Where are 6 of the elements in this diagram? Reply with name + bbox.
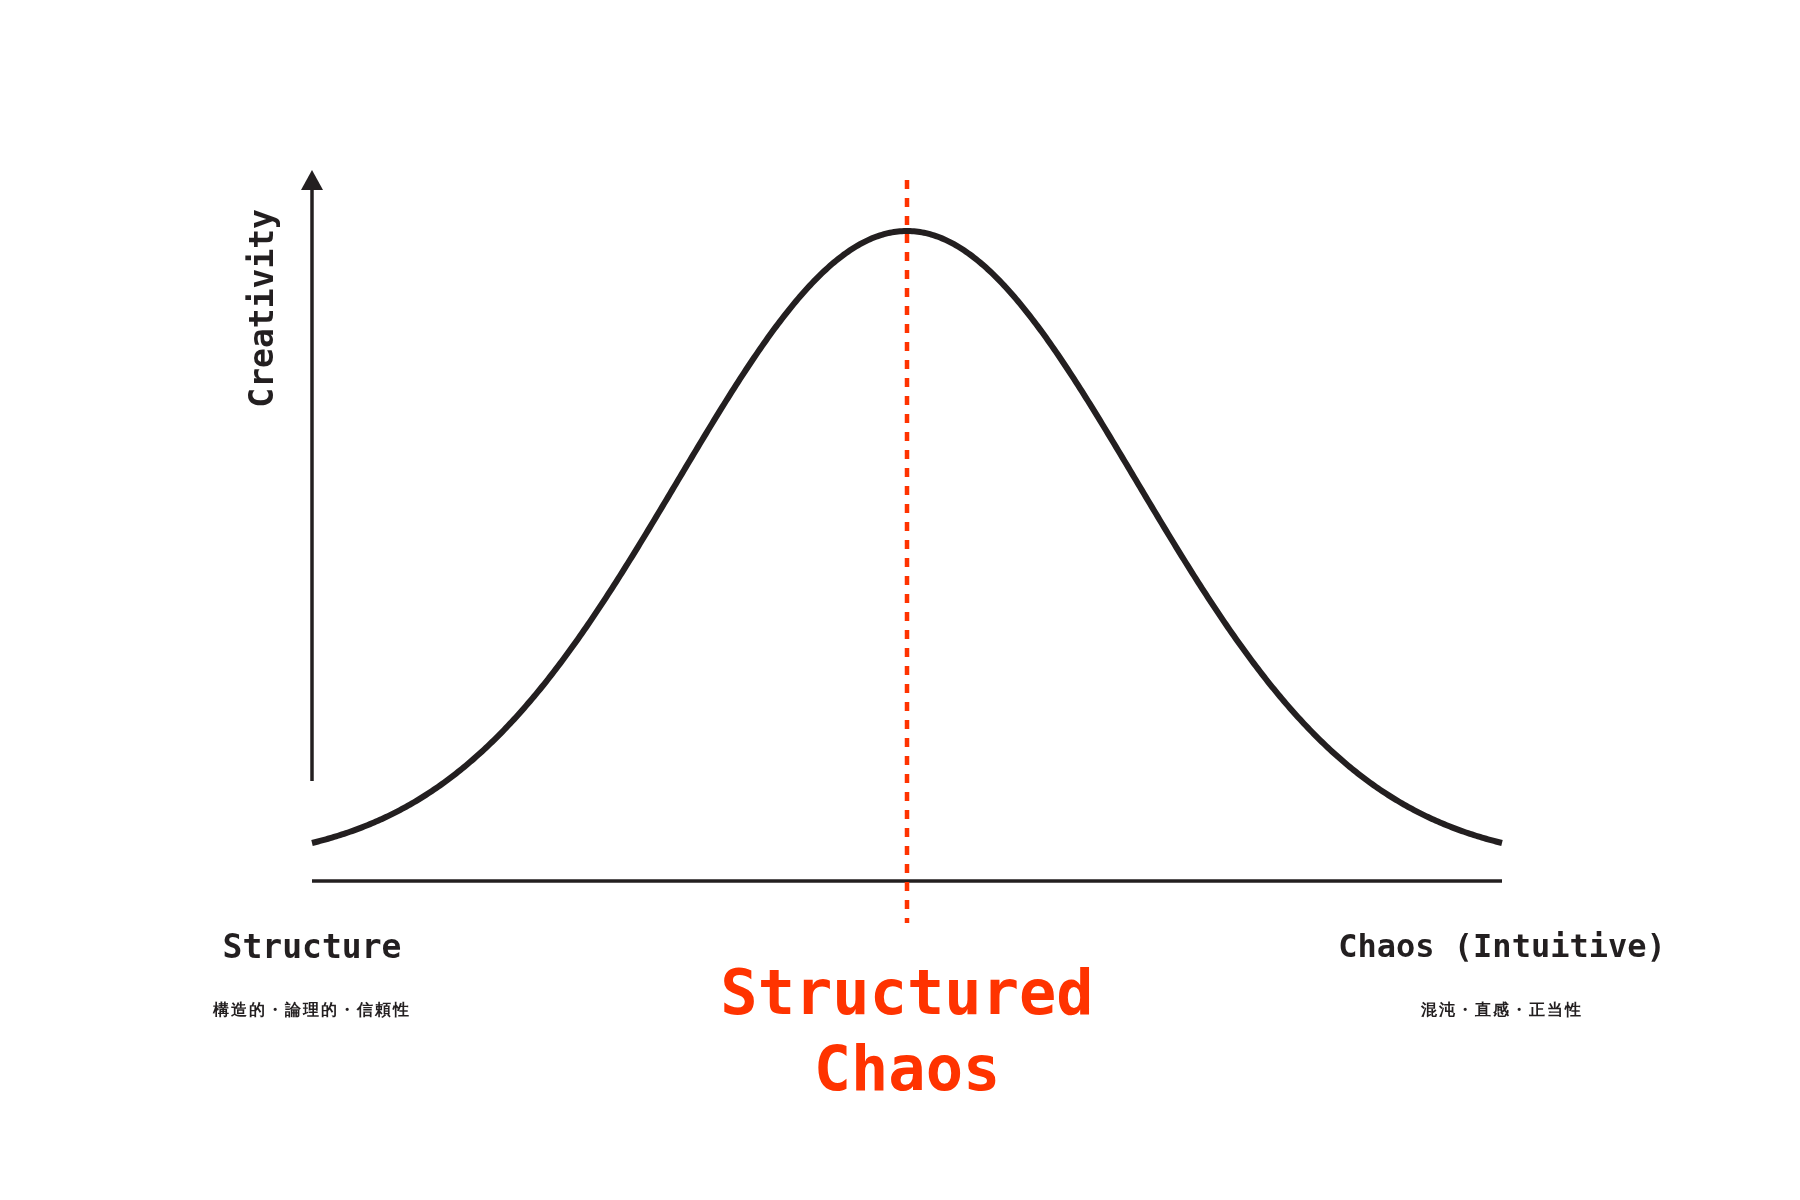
axis-end-subtitle: 構造的・論理的・信頼性 (213, 1001, 411, 1019)
axis-end-label: Chaos (Intuitive) (1338, 929, 1666, 965)
y-axis-label: Creativity (243, 208, 281, 408)
axis-end-label: Structure (222, 928, 402, 966)
peak-heading: Structured Chaos (719, 955, 1095, 1107)
axis-end-subtitle: 混沌・直感・正当性 (1421, 1001, 1583, 1019)
